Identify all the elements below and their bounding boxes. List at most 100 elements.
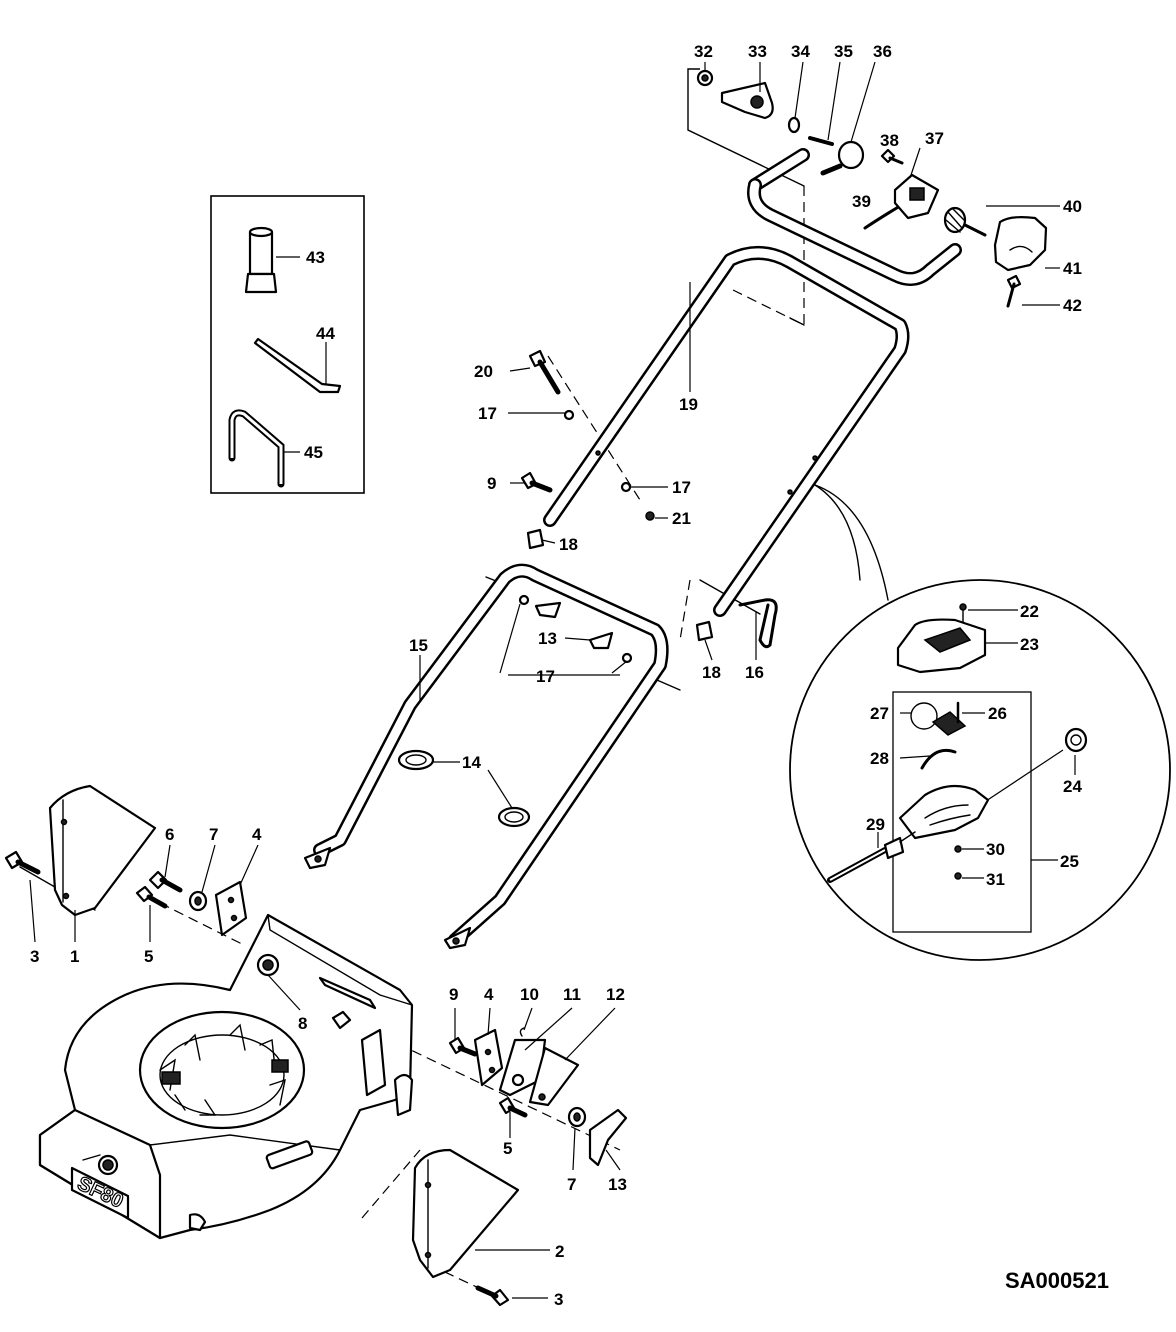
callout-41: 41 xyxy=(1063,259,1082,278)
callout-39: 39 xyxy=(852,192,871,211)
callout-7-right: 7 xyxy=(567,1175,576,1194)
spacer-7-left xyxy=(188,890,208,912)
callout-37: 37 xyxy=(925,129,944,148)
callout-17-top: 17 xyxy=(478,404,497,423)
socket-spanner-43 xyxy=(244,226,300,294)
callout-9-upper: 9 xyxy=(487,474,496,493)
left-hardware xyxy=(4,850,352,1030)
callout-labels: 32 33 34 35 36 38 37 39 40 41 42 43 44 4… xyxy=(30,42,1109,1309)
bolt-9-lower xyxy=(448,1036,478,1057)
slider-26 xyxy=(931,701,967,736)
bolt-5-right xyxy=(498,1096,528,1118)
wheel-arm-12 xyxy=(528,1046,580,1107)
callout-27: 27 xyxy=(870,704,889,723)
callout-22: 22 xyxy=(1020,602,1039,621)
callout-34: 34 xyxy=(791,42,810,61)
callout-25: 25 xyxy=(1060,852,1079,871)
spacer-7-right xyxy=(567,1106,587,1128)
washer-32 xyxy=(696,69,714,87)
cover-41 xyxy=(993,216,1048,272)
callout-38: 38 xyxy=(880,131,899,150)
callout-3-top: 3 xyxy=(30,947,39,966)
top-bail-assembly xyxy=(696,69,1048,308)
callout-13-upper: 13 xyxy=(538,629,557,648)
cable-29 xyxy=(827,831,916,883)
clip-10 xyxy=(519,1027,525,1037)
upper-handle-19 xyxy=(543,245,910,617)
callout-17-bottom: 17 xyxy=(536,667,555,686)
knob-13-upper-left xyxy=(534,601,562,619)
bolt-20 xyxy=(528,349,561,395)
screw-38 xyxy=(880,148,904,165)
rear-flap-1 xyxy=(48,784,157,917)
callout-17-mid: 17 xyxy=(672,478,691,497)
callout-8: 8 xyxy=(298,1014,307,1033)
callout-26: 26 xyxy=(988,704,1007,723)
callout-5-right: 5 xyxy=(503,1139,512,1158)
bolt-3-bottom xyxy=(475,1285,510,1307)
cover-23 xyxy=(896,618,987,674)
callout-21: 21 xyxy=(672,509,691,528)
side-flap-2 xyxy=(411,1148,520,1279)
bolt-9-upper xyxy=(520,471,553,493)
callout-15: 15 xyxy=(409,636,428,655)
callout-23: 23 xyxy=(1020,635,1039,654)
knob-36 xyxy=(820,140,865,176)
callout-32: 32 xyxy=(694,42,713,61)
washer-34 xyxy=(787,116,801,134)
callout-3-bottom: 3 xyxy=(554,1290,563,1309)
nut-8 xyxy=(331,1010,352,1030)
callout-33: 33 xyxy=(748,42,767,61)
callout-1: 1 xyxy=(70,947,79,966)
spring-40 xyxy=(943,206,987,237)
height-lever-11 xyxy=(498,1038,547,1097)
drawing-code: SA000521 xyxy=(1005,1268,1109,1293)
callout-45: 45 xyxy=(304,443,323,462)
bolt-6 xyxy=(148,870,183,893)
bracket-4-left xyxy=(214,880,248,937)
callout-6: 6 xyxy=(165,825,174,844)
callout-44: 44 xyxy=(316,324,335,343)
callout-4-right: 4 xyxy=(484,985,494,1004)
callout-31: 31 xyxy=(986,870,1005,889)
callout-10: 10 xyxy=(520,985,539,1004)
callout-28: 28 xyxy=(870,749,889,768)
handle-pin-45 xyxy=(228,409,300,488)
base-25 xyxy=(898,784,990,840)
cable-clip-14-top xyxy=(397,749,435,771)
lever-33 xyxy=(720,81,774,120)
screw-42 xyxy=(1006,274,1022,308)
callout-43: 43 xyxy=(306,248,325,267)
right-hardware xyxy=(448,1027,628,1307)
callout-19: 19 xyxy=(679,395,698,414)
bracket-24 xyxy=(1064,727,1088,753)
bracket-4-right xyxy=(473,1028,504,1087)
leader-lines xyxy=(29,61,1076,1299)
callout-20: 20 xyxy=(474,362,493,381)
lower-handle-15 xyxy=(303,563,669,950)
spring-28 xyxy=(920,748,957,770)
callout-24: 24 xyxy=(1063,777,1082,796)
callout-18-right: 18 xyxy=(702,663,721,682)
ball-27 xyxy=(910,702,938,730)
callout-4-left: 4 xyxy=(252,825,262,844)
cable-clip-14-bottom xyxy=(497,806,531,828)
mower-deck: SF80 xyxy=(38,913,414,1240)
screw-22 xyxy=(959,603,967,623)
callout-7-left: 7 xyxy=(209,825,218,844)
callout-2: 2 xyxy=(555,1242,564,1261)
handle-hardware xyxy=(520,349,778,649)
callout-35: 35 xyxy=(834,42,853,61)
callout-18-left: 18 xyxy=(559,535,578,554)
callout-36: 36 xyxy=(873,42,892,61)
callout-13-lower: 13 xyxy=(608,1175,627,1194)
callout-14: 14 xyxy=(462,753,481,772)
housing-37 xyxy=(893,173,940,220)
callout-16: 16 xyxy=(745,663,764,682)
hex-key-44 xyxy=(253,337,342,394)
bolt-3-top xyxy=(4,850,41,875)
callout-5-left: 5 xyxy=(144,947,153,966)
callout-29: 29 xyxy=(866,815,885,834)
cable-clip-16 xyxy=(738,598,778,649)
